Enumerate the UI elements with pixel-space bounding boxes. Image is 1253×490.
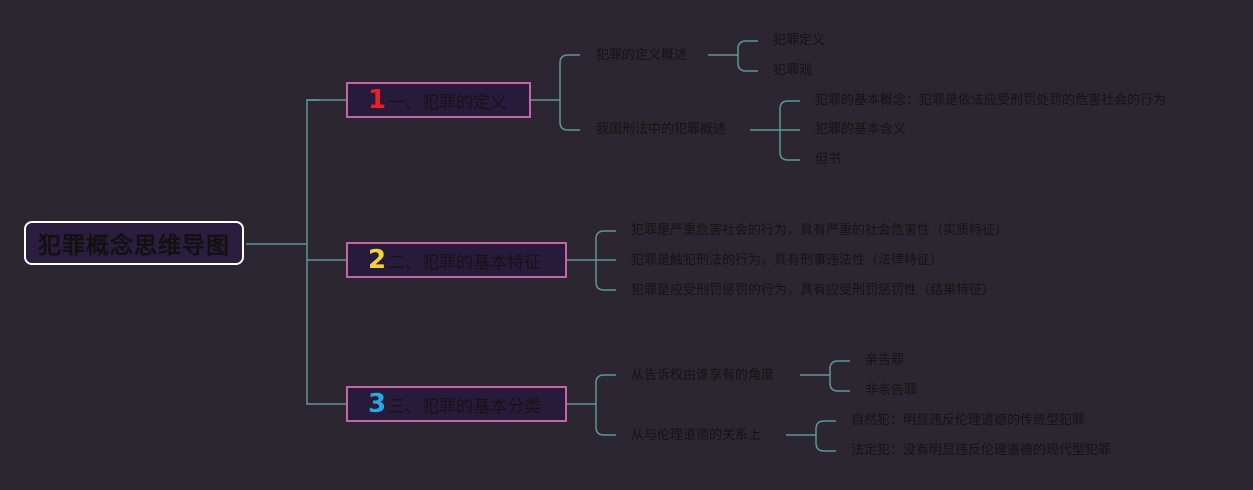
leaf-node[interactable]: 法定犯：没有明显违反伦理道德的现代型犯罪: [851, 443, 1112, 458]
branch-node-definition[interactable]: 1 一、犯罪的定义: [346, 82, 531, 118]
leaf-node[interactable]: 犯罪的基本含义: [815, 122, 907, 137]
leaf-node[interactable]: 非亲告罪: [865, 383, 918, 398]
branch-node-classification[interactable]: 3 三、犯罪的基本分类: [346, 386, 567, 422]
leaf-node[interactable]: 犯罪观: [773, 63, 813, 78]
leaf-node[interactable]: 但书: [815, 152, 842, 167]
connector-line: [829, 360, 850, 392]
branch-label: 三、犯罪的基本分类: [388, 396, 542, 417]
number-badge-1: 1: [368, 85, 387, 115]
number-badge-3: 3: [368, 389, 387, 419]
leaf-node[interactable]: 犯罪是应受刑罚惩罚的行为，具有应受刑罚惩罚性（结果特征）: [631, 283, 996, 298]
root-node[interactable]: 犯罪概念思维导图: [24, 221, 244, 265]
branch-label: 一、犯罪的定义: [388, 92, 508, 113]
number-badge-2: 2: [368, 245, 387, 275]
connector-line: [595, 374, 616, 436]
connector-line: [559, 54, 580, 131]
leaf-node[interactable]: 犯罪是触犯刑法的行为，具有刑事违法性（法律特征）: [631, 253, 944, 268]
leaf-node[interactable]: 犯罪定义: [773, 33, 826, 48]
subtopic-right-of-complaint[interactable]: 从告诉权由谁享有的角度: [631, 368, 775, 383]
subtopic-ethics-relation[interactable]: 从与伦理道德的关系上: [631, 428, 762, 443]
subtopic-definition-overview[interactable]: 犯罪的定义概述: [596, 48, 688, 63]
branch-node-features[interactable]: 2 二、犯罪的基本特征: [346, 242, 567, 278]
subtopic-criminal-law-overview[interactable]: 我国刑法中的犯罪概述: [596, 122, 727, 137]
connector-line: [306, 99, 347, 405]
connector-line: [815, 420, 836, 452]
leaf-node[interactable]: 犯罪的基本概念：犯罪是依法应受刑罚处罚的危害社会的行为: [815, 93, 1167, 108]
leaf-node[interactable]: 亲告罪: [865, 353, 905, 368]
leaf-node[interactable]: 犯罪是严重危害社会的行为，具有严重的社会危害性（实质特征）: [631, 223, 1009, 238]
leaf-node[interactable]: 自然犯：明显违反伦理道德的传统型犯罪: [851, 413, 1086, 428]
branch-label: 二、犯罪的基本特征: [388, 252, 542, 273]
connector-line: [737, 40, 758, 72]
